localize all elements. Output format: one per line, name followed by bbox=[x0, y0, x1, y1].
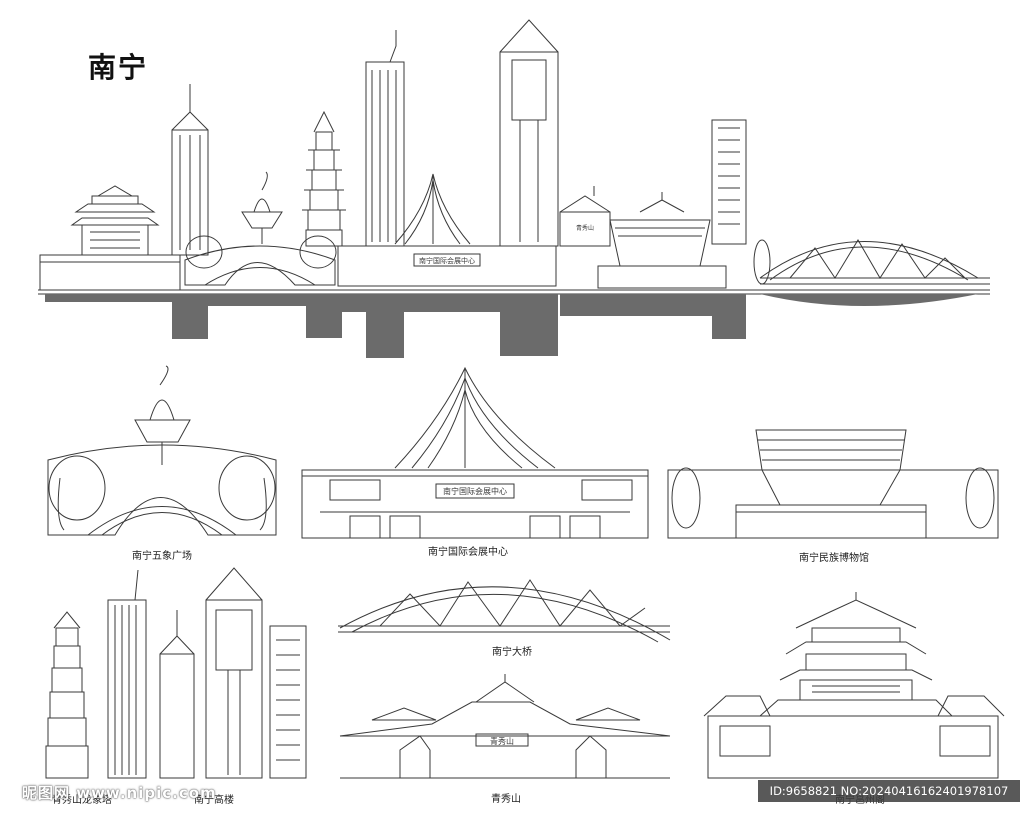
label-wuxiang-square: 南宁五象广场 bbox=[132, 551, 192, 562]
label-tower-group: 青秀山龙象塔 bbox=[52, 795, 112, 806]
top-skyline: 南宁国际会展中心 青秀山 bbox=[38, 19, 990, 358]
skyline-tower-1 bbox=[171, 84, 209, 256]
qingxiu-drawing: 青秀山 bbox=[339, 674, 671, 779]
label-bridge: 南宁大桥 bbox=[492, 647, 532, 658]
qingxiu-sign: 青秀山 bbox=[490, 736, 514, 746]
skyline-tower-2 bbox=[365, 30, 405, 247]
skyline-pavilion bbox=[39, 185, 181, 291]
wuxiang-square-drawing bbox=[47, 365, 277, 536]
convention-sign: 南宁国际会展中心 bbox=[443, 486, 507, 496]
skyline-bridge bbox=[753, 239, 990, 285]
label-museum: 南宁民族博物馆 bbox=[799, 553, 869, 564]
label-building-group: 南宁高楼 bbox=[194, 795, 234, 806]
label-convention-center: 南宁国际会展中心 bbox=[428, 547, 508, 558]
bridge-drawing bbox=[338, 579, 671, 643]
pavilion-drawing bbox=[703, 592, 1005, 779]
museum-sign-skyline: 青秀山 bbox=[576, 224, 594, 232]
convention-center-drawing: 南宁国际会展中心 bbox=[301, 366, 649, 539]
convention-sign-skyline: 南宁国际会展中心 bbox=[419, 256, 475, 265]
watermark-site: 昵图网 www.nipic.com bbox=[22, 784, 217, 802]
skyline-tower-4 bbox=[711, 119, 747, 245]
skyline-reflection bbox=[45, 294, 978, 358]
skyline-museum: 青秀山 bbox=[559, 186, 727, 289]
skyline-pagoda bbox=[302, 110, 346, 247]
skyline-convention-center: 南宁国际会展中心 bbox=[337, 173, 557, 287]
skyline-tower-3 bbox=[499, 19, 559, 247]
label-qingxiu: 青秀山 bbox=[491, 794, 521, 805]
tower-group-drawing bbox=[45, 567, 307, 779]
watermark-id: ID:9658821 NO:20240416162401978107 bbox=[758, 780, 1020, 802]
skyline-elephant-square bbox=[184, 171, 337, 286]
page-title: 南宁 bbox=[88, 51, 149, 84]
museum-drawing bbox=[667, 429, 999, 539]
